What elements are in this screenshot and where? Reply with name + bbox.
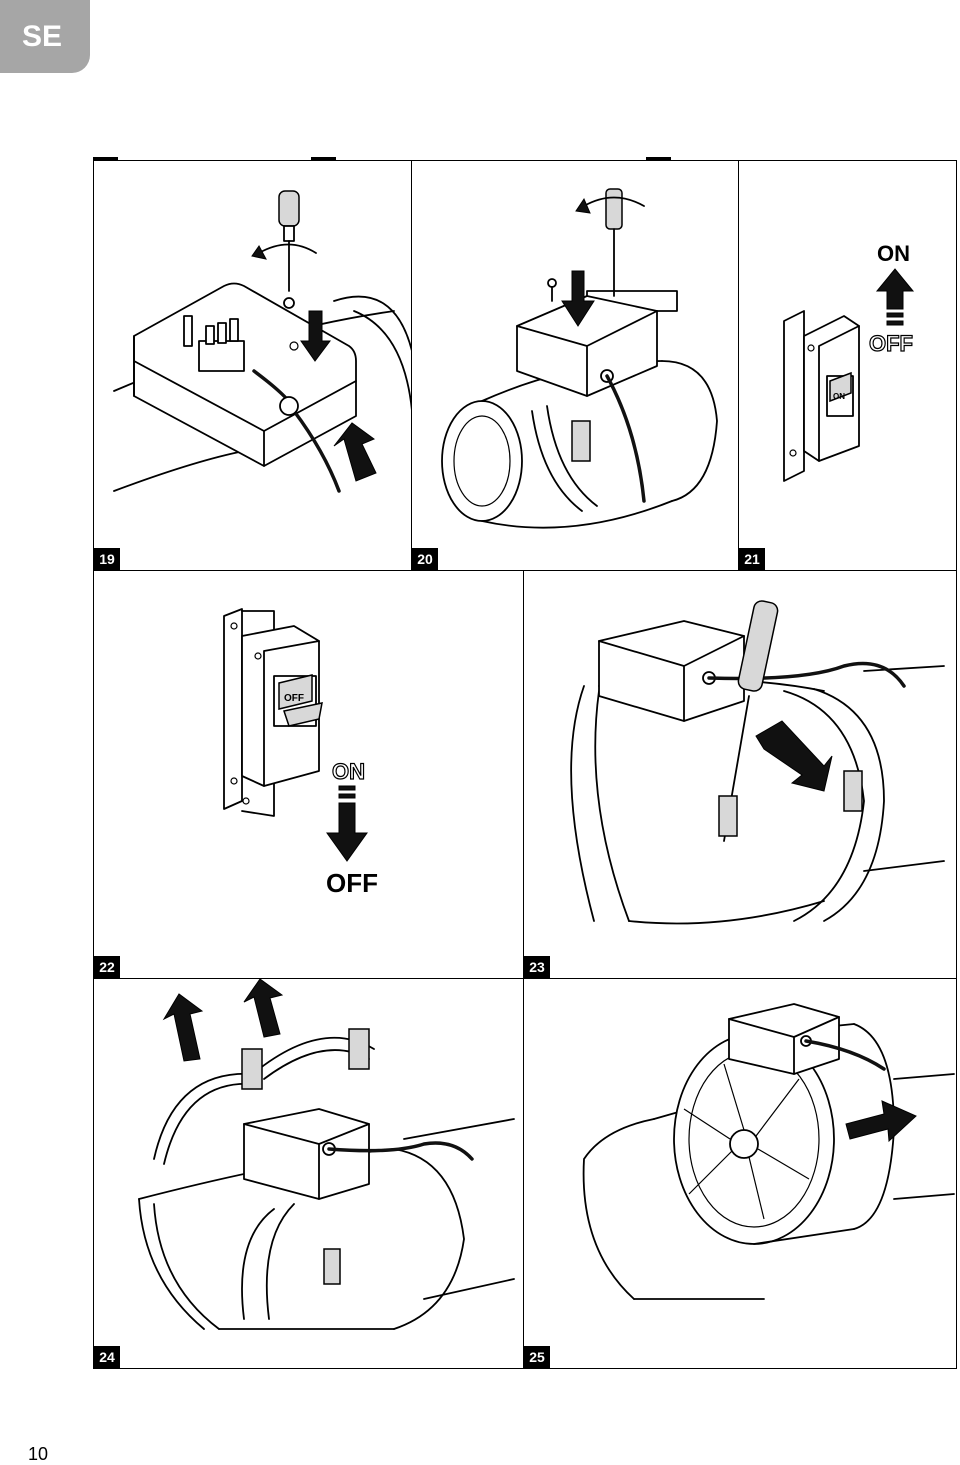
fig23-illustration: [570, 600, 945, 925]
language-tab: SE: [0, 0, 90, 73]
off-label: OFF: [326, 868, 378, 898]
fig24-illustration: [138, 979, 515, 1330]
figure-21: ON ON OFF 21: [738, 160, 957, 571]
registration-mark: [93, 157, 118, 160]
figure-number: 20: [412, 548, 438, 570]
on-label: ON: [331, 758, 365, 784]
figure-24: 24: [93, 978, 524, 1369]
figure-number: 19: [94, 548, 120, 570]
figure-19: 19: [93, 160, 412, 571]
figure-22: OFF ON OFF 22: [93, 570, 524, 979]
off-label: OFF: [868, 330, 913, 356]
registration-mark: [311, 157, 336, 160]
switch-label: ON: [833, 392, 845, 401]
figure-number: 25: [524, 1346, 550, 1368]
figure-number: 21: [739, 548, 765, 570]
fig22-illustration: OFF: [223, 608, 368, 862]
figure-number: 24: [94, 1346, 120, 1368]
fig19-illustration: [113, 190, 411, 493]
figure-23: 23: [523, 570, 957, 979]
fig25-illustration: [582, 1003, 955, 1300]
figure-number: 23: [524, 956, 550, 978]
registration-mark: [646, 157, 671, 160]
switch-label: OFF: [284, 693, 304, 704]
fig20-illustration: [441, 188, 718, 529]
page-number: 10: [28, 1444, 49, 1464]
figure-20: 20: [411, 160, 739, 571]
figure-number: 22: [94, 956, 120, 978]
fig21-illustration: ON: [783, 268, 915, 482]
on-label: ON: [877, 241, 910, 266]
figure-25: 25: [523, 978, 957, 1369]
